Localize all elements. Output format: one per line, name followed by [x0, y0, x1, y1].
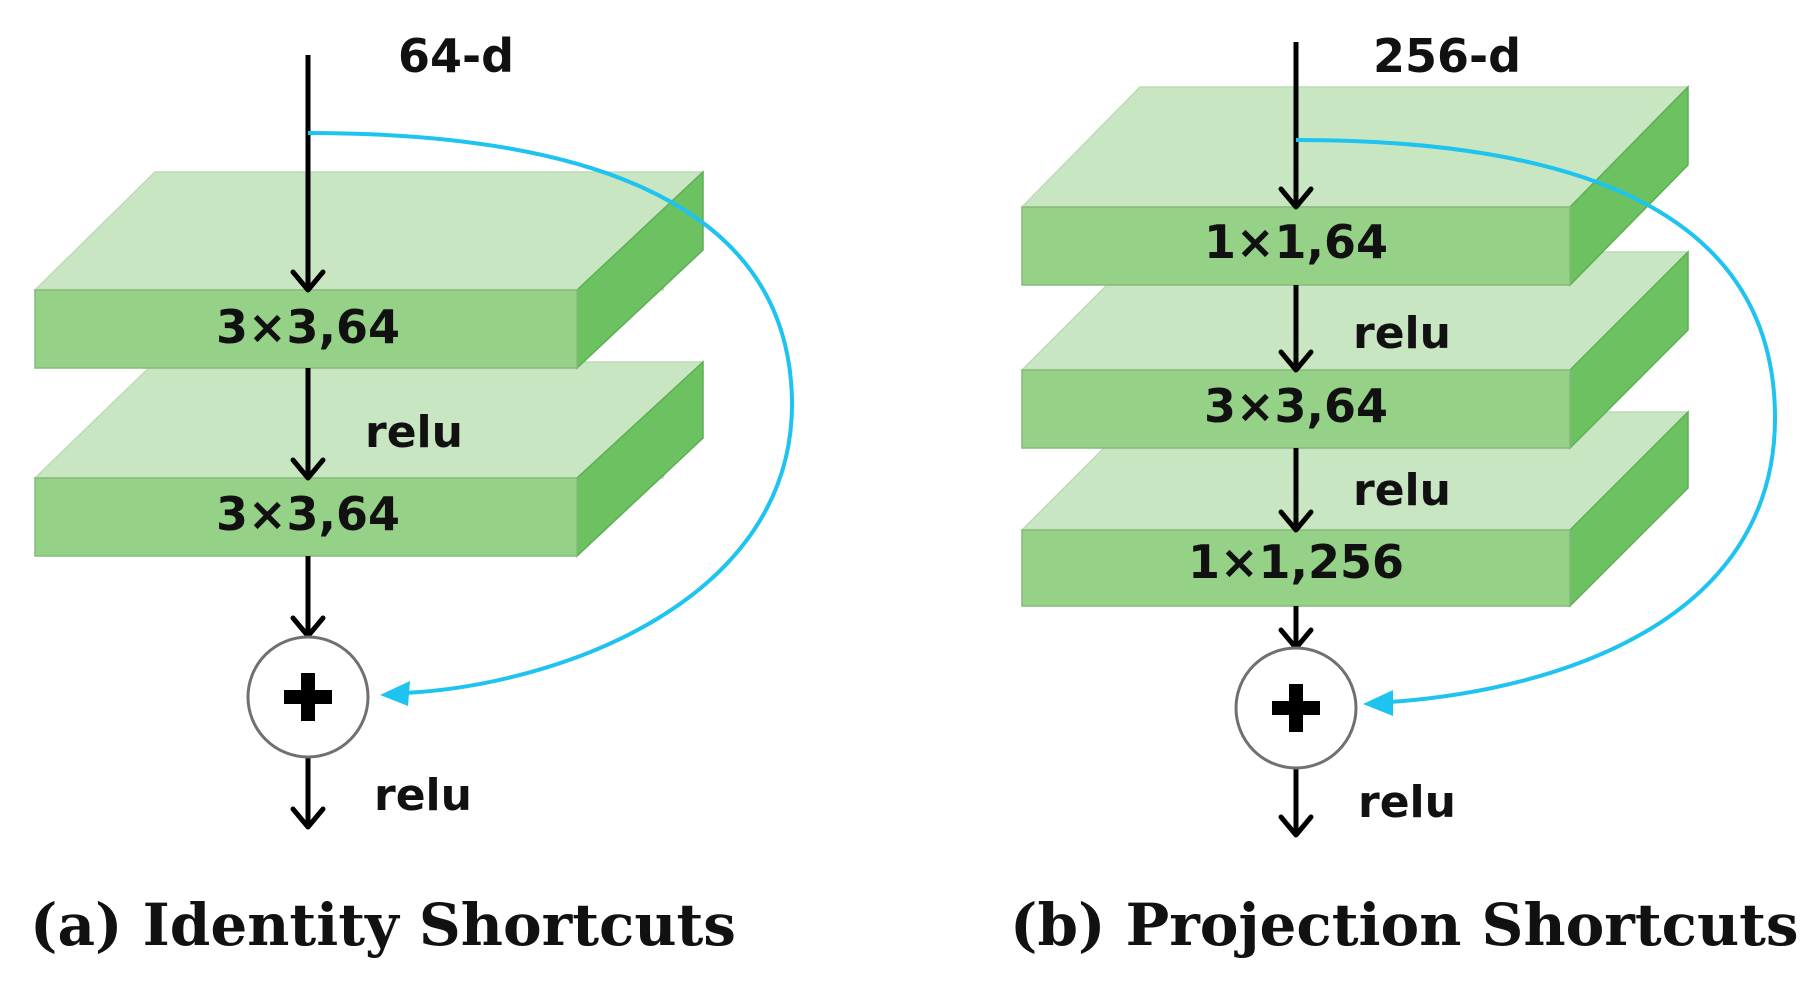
arrow-head	[290, 269, 326, 293]
layer-label: 1×1,256	[1188, 535, 1404, 589]
layer-block	[33, 360, 705, 558]
projection-shortcut-arrow	[1295, 138, 1778, 704]
layer-label: 3×3,64	[216, 300, 400, 354]
identity-shortcut-arrow	[307, 131, 795, 695]
arrow-head	[290, 457, 326, 481]
diagram-caption: (a) Identity Shortcuts	[30, 891, 736, 959]
layer-front-face	[34, 477, 578, 557]
arrow-head	[1278, 186, 1314, 210]
plus-icon	[301, 673, 315, 721]
arrow-head	[1278, 349, 1314, 373]
layer-block	[1020, 85, 1690, 287]
shortcut-arrow-head	[1363, 690, 1393, 716]
projection-block: 256-d 1×1,64 3×3,64 1×1,256 relu relu re…	[1010, 29, 1799, 959]
shortcut-arrow-head	[380, 681, 410, 706]
layer-label: 3×3,64	[216, 487, 400, 541]
arrow-head	[1278, 814, 1314, 838]
relu-label: relu	[1353, 308, 1451, 359]
plus-icon	[1289, 684, 1303, 732]
relu-label: relu	[374, 770, 472, 821]
relu-label: relu	[1353, 465, 1451, 516]
layer-label: 3×3,64	[1204, 379, 1388, 433]
layer-front-face	[1021, 206, 1571, 286]
layer-front-face	[34, 289, 578, 369]
arrow-head	[290, 806, 326, 830]
input-dim-label: 256-d	[1373, 29, 1521, 83]
arrow-head	[1278, 509, 1314, 533]
relu-label: relu	[1358, 777, 1456, 828]
layer-block	[33, 170, 705, 370]
diagram-caption: (b) Projection Shortcuts	[1010, 891, 1799, 959]
input-dim-label: 64-d	[398, 29, 514, 83]
identity-block: 64-d 3×3,64 3×3,64 relu relu (a) Identit…	[30, 29, 795, 959]
layer-front-face	[1021, 369, 1571, 449]
layer-front-face	[1021, 529, 1571, 607]
relu-label: relu	[365, 407, 463, 458]
layer-label: 1×1,64	[1204, 215, 1388, 269]
